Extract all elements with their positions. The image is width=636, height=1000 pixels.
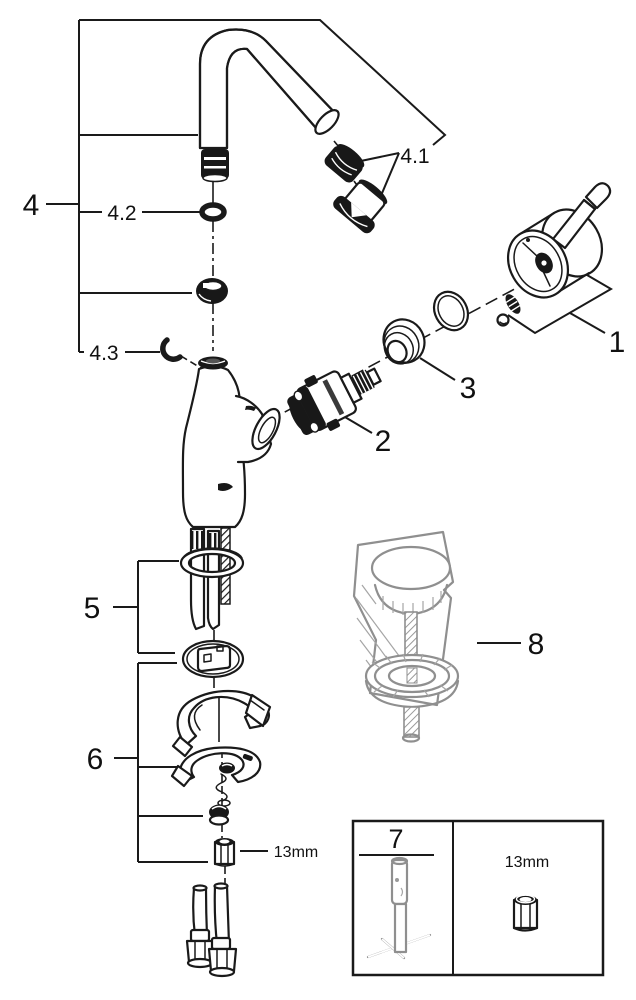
set-screw-and-plug [496,294,521,327]
label-part-4-1: 4.1 [400,145,429,168]
inset-hex-nut [512,894,539,932]
label-part-3: 3 [460,372,477,405]
gland-bushing [196,278,228,304]
spout-connector [201,149,229,183]
faucet-body [181,356,281,529]
label-part-4-2: 4.2 [107,202,136,225]
handle-assembly [506,182,612,299]
socket-tool [366,856,432,960]
inset-tool-label: 7 [388,824,403,854]
base-seal-ring [179,547,245,579]
supply-hoses [185,882,238,978]
c-clip-4-3 [160,337,183,362]
wrench-size-callout: 13mm [274,844,318,861]
label-part-4: 4 [23,189,40,222]
inset-wrench-size: 13mm [505,854,549,871]
inset-box: 7 13mm [351,819,605,977]
labels: 4 4.1 4.2 4.3 1 2 3 5 6 8 13mm [23,145,626,861]
label-part-6: 6 [87,743,104,776]
cartridge [287,367,382,435]
label-part-1: 1 [609,326,626,359]
label-part-2: 2 [375,425,392,458]
mounting-washer [181,639,245,679]
hose-connector-ribs [191,531,217,549]
label-part-8: 8 [528,628,545,661]
spout [198,28,340,150]
o-ring-4-2 [199,202,227,222]
hex-nut-13mm [213,838,236,867]
aerator-assembly [324,143,388,234]
label-part-4-3: 4.3 [89,342,118,365]
rubber-spacer [171,690,272,758]
mounting-nut [208,804,230,826]
pop-up-drain [352,530,460,743]
label-part-5: 5 [84,592,101,625]
retaining-rings [382,290,470,365]
